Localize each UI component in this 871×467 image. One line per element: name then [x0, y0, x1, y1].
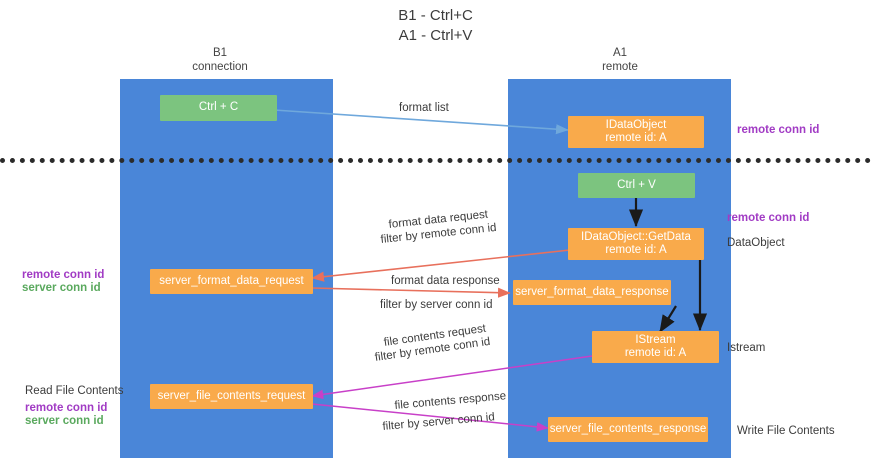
edge-format-data-response [311, 287, 511, 298]
node-idataobject-line1: IDataObject [605, 118, 667, 131]
lane-header-a1-subtitle: remote [602, 60, 638, 73]
filter-key-server-conn-id: server conn id [422, 411, 496, 430]
edge-label-format-data-response-filter: filter by server conn id [380, 298, 493, 312]
node-ctrl-v[interactable]: Ctrl + V [578, 173, 695, 198]
phase-divider [0, 158, 871, 163]
lane-header-b1-title: B1 [212, 47, 228, 59]
filter-prefix: filter by [380, 299, 421, 311]
side-label-remote-conn-id-mid: remote conn id [727, 212, 810, 224]
side-label-dataobject: DataObject [727, 237, 785, 249]
side-label-left-server-conn-id-2: server conn id [25, 415, 104, 427]
node-idataobject[interactable]: IDataObject remote id: A [568, 116, 704, 148]
lane-header-a1: A1 remote [550, 47, 690, 74]
filter-prefix: filter by [382, 417, 424, 433]
node-getdata-line2: remote id: A [605, 244, 667, 256]
edge-label-file-contents-response-filter: filter by server conn id [382, 410, 495, 434]
side-label-read-file-contents: Read File Contents [25, 385, 124, 397]
filter-key-server-conn-id: server conn id [420, 299, 493, 311]
title-line-2: A1 - Ctrl+V [398, 27, 473, 44]
node-server-format-data-request[interactable]: server_format_data_request [150, 269, 313, 294]
edge-label-file-contents-response: file contents response [394, 390, 507, 412]
side-label-left-remote-conn-id-2: remote conn id [25, 402, 108, 414]
node-getdata[interactable]: IDataObject::GetData remote id: A [568, 228, 704, 260]
node-ctrl-c[interactable]: Ctrl + C [160, 95, 277, 121]
node-istream-line1: IStream [635, 333, 676, 346]
side-label-istream: Istream [727, 342, 766, 354]
node-server-file-contents-response-label: server_file_contents_response [549, 422, 707, 435]
edge-label-format-data-response: format data response [391, 275, 500, 287]
filter-prefix: filter by [374, 346, 416, 364]
node-idataobject-line2: remote id: A [605, 132, 667, 144]
title-line-1: B1 - Ctrl+C [398, 7, 473, 24]
node-ctrl-c-label: Ctrl + C [198, 101, 239, 114]
side-label-write-file-contents: Write File Contents [737, 425, 835, 437]
lane-header-a1-title: A1 [612, 47, 628, 59]
node-server-format-data-response[interactable]: server_format_data_response [513, 280, 671, 305]
lane-header-b1: B1 connection [150, 47, 290, 74]
side-label-left-remote-conn-id: remote conn id [22, 269, 105, 281]
diagram-title: B1 - Ctrl+C A1 - Ctrl+V [0, 6, 871, 46]
node-server-file-contents-response[interactable]: server_file_contents_response [548, 417, 708, 442]
node-server-file-contents-request-label: server_file_contents_request [157, 389, 306, 402]
lane-header-b1-subtitle: connection [192, 60, 248, 73]
side-label-remote-conn-id-top: remote conn id [737, 124, 820, 136]
node-istream[interactable]: IStream remote id: A [592, 331, 719, 363]
node-server-file-contents-request[interactable]: server_file_contents_request [150, 384, 313, 409]
node-server-format-data-request-label: server_format_data_request [159, 274, 304, 287]
side-label-left-server-conn-id: server conn id [22, 282, 101, 294]
node-ctrl-v-label: Ctrl + V [617, 178, 656, 191]
node-istream-line2: remote id: A [624, 347, 687, 359]
node-server-format-data-response-label: server_format_data_response [515, 285, 669, 298]
filter-prefix: filter by [380, 229, 422, 246]
edge-label-format-list: format list [399, 102, 449, 114]
node-getdata-line1: IDataObject::GetData [581, 230, 691, 243]
